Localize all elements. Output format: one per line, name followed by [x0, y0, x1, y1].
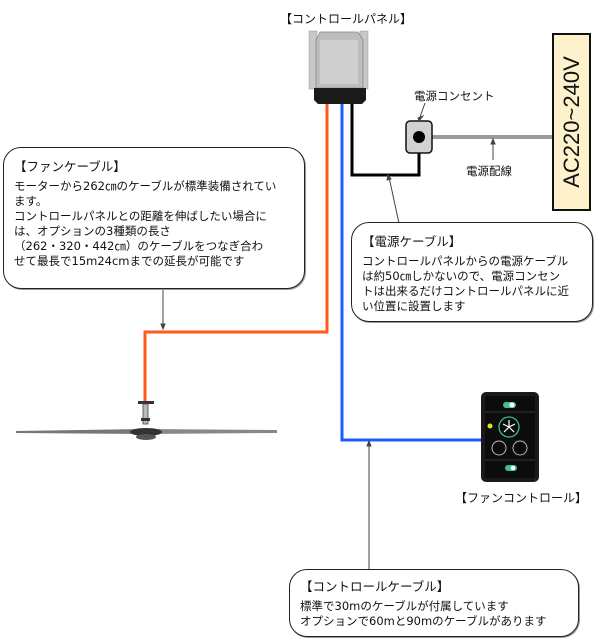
fan-cable-line: [143, 103, 329, 405]
fan-cable-title: 【ファンケーブル】: [14, 159, 126, 174]
fan-cable-line-4: は、オプションの3種類の長さ: [14, 224, 171, 238]
power-cable-line-3: トは出来るだけコントロールパネルに近: [362, 284, 569, 298]
power-cable-line-2: は約50㎝しかないので、電源コンセン: [362, 269, 561, 283]
control-cable-title: 【コントロールケーブル】: [300, 579, 450, 594]
fan-cable-line-5: （262・320・442㎝）のケーブルをつなぎ合わ: [14, 239, 264, 253]
fan-control-device: [481, 392, 539, 482]
control-cable-callout: 【コントロールケーブル】 標準で30mのケーブルが付属しています オプションで6…: [289, 569, 579, 637]
power-cable-line-1: コントロールパネルからの電源ケーブル: [362, 254, 569, 268]
fan-cable-line-6: せて最長で15m24cmまでの延長が可能です: [14, 254, 245, 268]
control-cable-line: [340, 103, 482, 442]
power-cable-callout: 【電源ケーブル】 コントロールパネルからの電源ケーブル は約50㎝しかないので、…: [351, 222, 593, 322]
control-cable-line-2: オプションで60mと90mのケーブルがあります: [300, 614, 547, 628]
fan-cable-line-3: コントロールパネルとの距離を伸ばしたい場合に: [14, 209, 267, 223]
power-cable-title: 【電源ケーブル】: [362, 234, 462, 249]
control-cable-line-1: 標準で30mのケーブルが付属しています: [300, 599, 509, 613]
outlet-device: [405, 120, 433, 154]
ceiling-fan: [16, 401, 277, 440]
power-cable-line: [350, 103, 421, 177]
control-panel-device: [308, 30, 369, 104]
power-wiring-label: 電源配線: [466, 164, 512, 178]
voltage-box: AC220~240V: [552, 33, 591, 211]
fan-cable-callout: 【ファンケーブル】 モーターから262㎝のケーブルが標準装備されてい ます。 コ…: [3, 147, 305, 289]
fan-cable-line-2: ます。: [14, 194, 48, 208]
power-cable-line-4: い位置に設置します: [362, 299, 466, 313]
fan-control-label: 【ファンコントロール】: [455, 491, 588, 505]
outlet-label: 電源コンセント: [414, 89, 495, 103]
voltage-label: AC220~240V: [558, 56, 584, 188]
pointer-arrows: [160, 102, 496, 570]
control-panel-label: 【コントロールパネル】: [280, 12, 413, 26]
fan-cable-line-1: モーターから262㎝のケーブルが標準装備されてい: [14, 179, 277, 193]
